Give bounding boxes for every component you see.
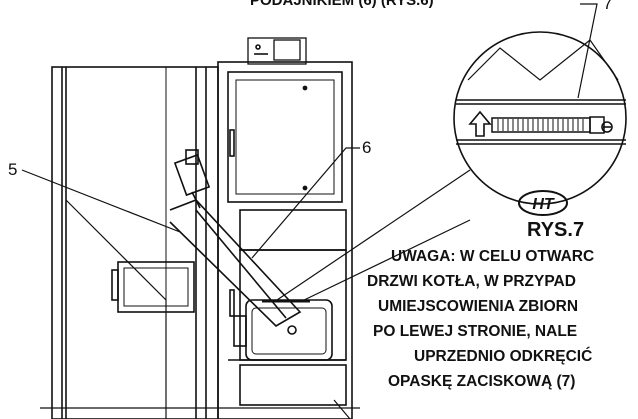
note-line-6: OPASKĘ ZACISKOWĄ (7): [388, 373, 576, 390]
note-line-5: UPRZEDNIO ODKRĘCIĆ: [414, 348, 593, 365]
note-line-1: UWAGA: W CELU OTWARC: [391, 248, 595, 265]
callout-5: 5: [8, 160, 18, 179]
arrow-up-icon: [468, 110, 492, 137]
note-line-3: UMIEJSCOWIENIA ZBIORN: [378, 298, 579, 315]
manufacturer-logo: HT: [515, 188, 571, 218]
note-line-2: DRZWI KOTŁA, W PRZYPAD: [367, 273, 576, 290]
controller-panel: [111, 261, 195, 313]
figure-label: RYS.7: [527, 219, 585, 241]
note-line-4-pre: PO: [373, 323, 400, 340]
note-line-4-bold: LEWEJ STRONIE: [399, 323, 527, 340]
detail-magnifier: [453, 31, 627, 205]
clamp-screw-icon: [601, 121, 613, 133]
note-line-4: PO LEWEJ STRONIE, NALE: [373, 319, 577, 344]
door-handles: [229, 85, 308, 317]
logo-icon: HT: [518, 190, 568, 216]
logo-text: HT: [532, 196, 555, 213]
burner-unit: [233, 299, 333, 361]
leader-lines: [21, 3, 598, 419]
fuel-hopper: [51, 66, 219, 419]
note-line-4-post: , NALE: [526, 323, 578, 340]
callout-7: 7: [603, 0, 613, 13]
boiler-body: [217, 37, 353, 419]
callout-6: 6: [362, 138, 372, 157]
header-text: PODAJNIKIEM (6) (RYS.6): [250, 0, 434, 9]
